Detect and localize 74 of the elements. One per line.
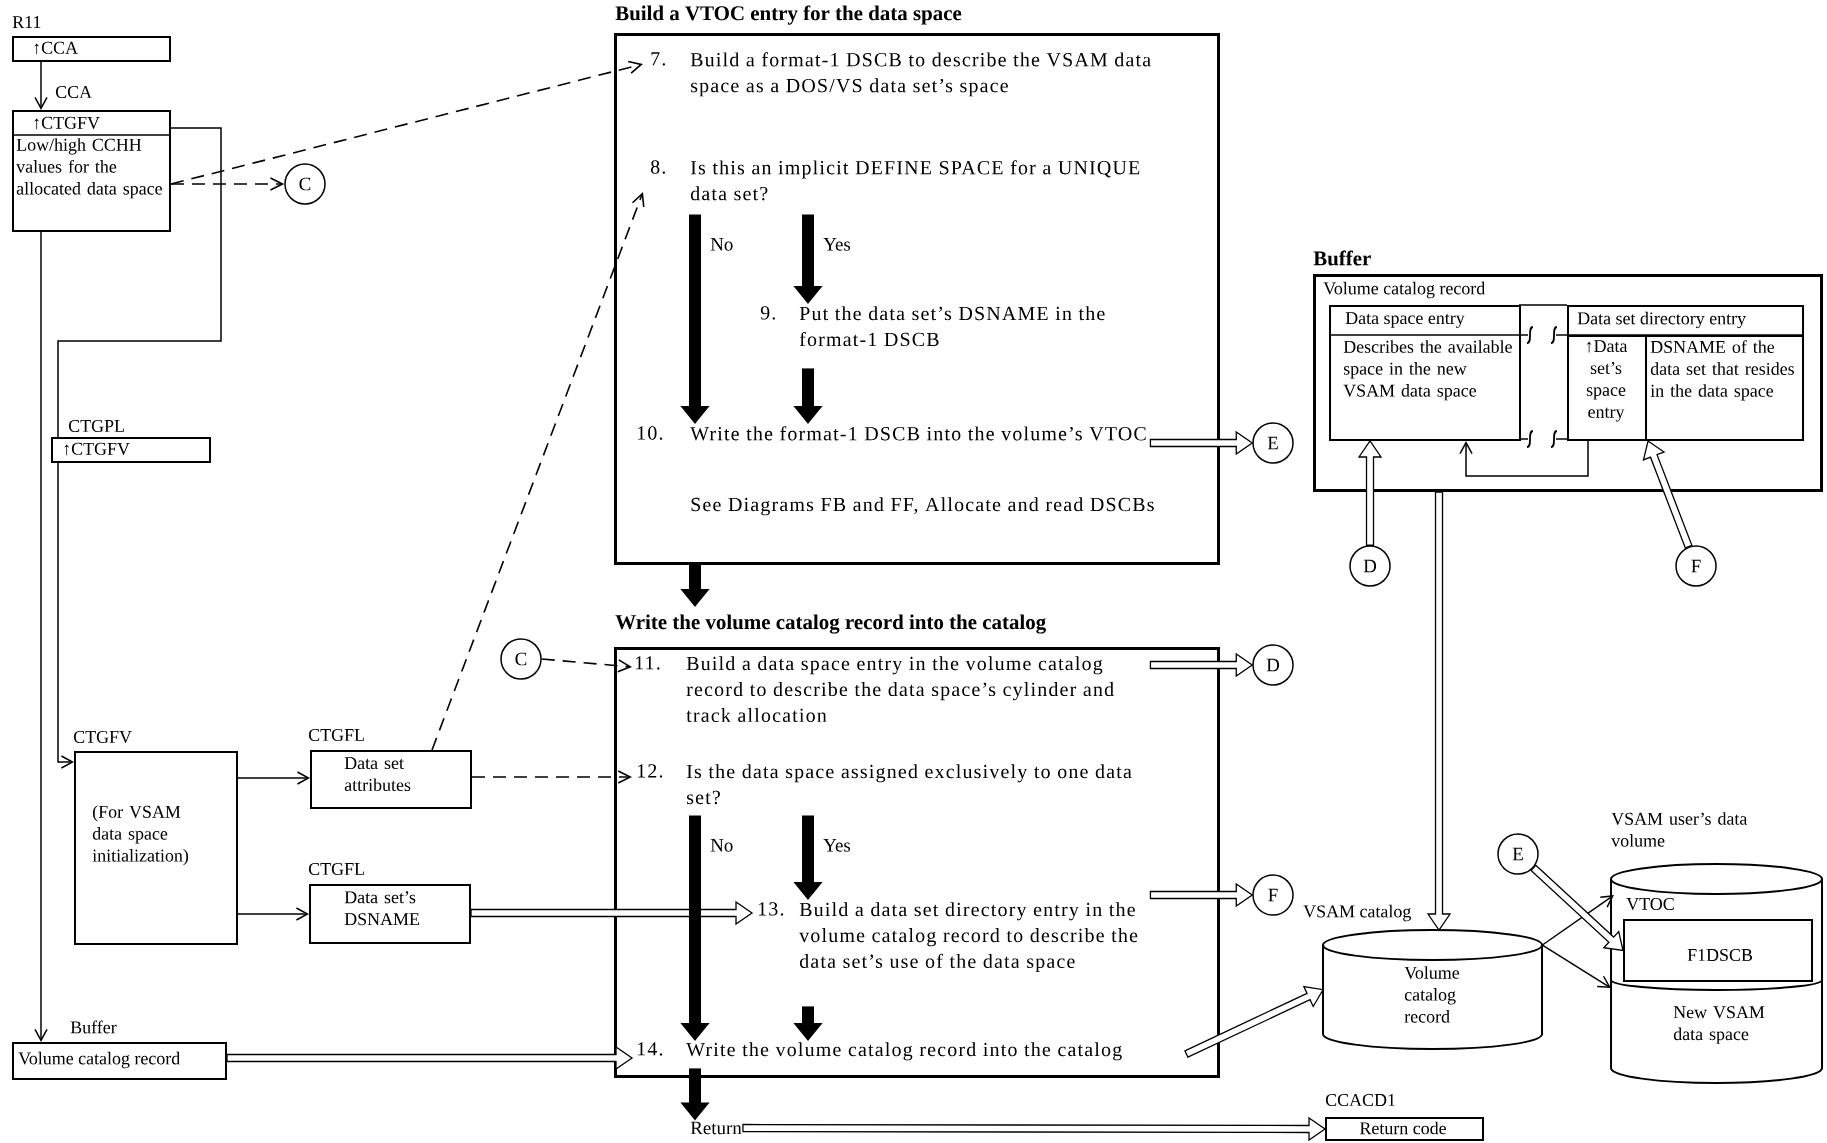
box-label: CTGFL [308,863,364,876]
dashed-arrow [471,770,632,784]
edge-label: No [709,838,735,853]
step-number: 8. [650,160,665,174]
note-text: See Diagrams FB and FF, Allocate and read DSCBs [691,497,1154,516]
section-title: Buffer [1313,250,1371,266]
process-box: (For VSAM data space initialization) [74,751,238,945]
record-field: Data space entry Describes the available space in the new VSAM data space [1328,305,1521,441]
box-label: CTGFL [308,729,364,742]
step-text: Write the format-1 DSCB into the volume’s VTOC [690,426,1146,441]
data-box: Return code [1325,1117,1484,1141]
step-text: Build a data set directory entry in the volume catalog record to describe the data set’s use of the data space [799,902,1138,973]
record-box: F1DSCB [1623,919,1813,982]
arrow [1541,895,1614,946]
arrow [34,231,48,1042]
box-label: CTGPL [68,420,124,433]
data-box: Data set attributes [310,750,472,809]
arrow [237,907,309,921]
edge-label: Yes [822,838,852,853]
dashed-arrow [540,658,632,673]
disk-section: New VSAM data space [1610,979,1823,1044]
box-label: R11 [12,16,41,28]
record-cell: ↑Data set’s space entry [1567,335,1647,441]
hollow-arrow [1149,430,1254,456]
arrow [34,61,48,110]
step-text: Build a data space entry in the volume catalog record to describe the data space’s cylinder and track allocation [686,656,1114,723]
box-label: VTOC [1626,897,1674,911]
step-text: Is the data space assigned exclusively to one data set? [686,764,1132,805]
arrow [237,771,310,785]
arrow [1541,944,1611,988]
step-number: 10. [637,426,663,440]
hollow-arrow [226,1045,634,1071]
box-label: CCA [55,86,92,98]
arrow [57,462,74,769]
step-number: 7. [651,52,665,66]
hollow-arrow [1642,439,1693,549]
box-label: VSAM catalog [1303,904,1411,922]
dashed-arrow [431,192,645,751]
step-number: 9. [760,306,775,320]
step-text: Put the data set’s DSNAME in the format-1 DSCB [799,306,1105,347]
step-text: Write the volume catalog record into the catalog [686,1042,1122,1061]
box-label: Buffer [70,1020,117,1034]
step-number: 13. [758,902,784,916]
hollow-arrow [1357,439,1383,546]
edge-label: Yes [822,237,852,252]
step-text: Is this an implicit DEFINE SPACE for a UNIQUE data set? [690,160,1140,201]
record-cell: DSNAME of the data set that resides in the data space [1645,335,1804,441]
box-label: CCACD1 [1325,1094,1395,1107]
hollow-arrow [1149,882,1254,908]
data-box: Data set’s DSNAME [309,884,471,944]
hollow-arrow [1530,864,1624,952]
data-box: ↑CTGFV Low/high CCHH values for the allocated data space [11,110,171,232]
hollow-arrow [470,900,754,926]
step-number: 11. [635,656,660,670]
edge-label: No [709,237,735,252]
section-title: Build a VTOC entry for the data space [615,5,962,25]
pointer-box: ↑CCA [12,36,171,62]
return-text: Return [690,1121,742,1135]
data-box: Volume catalog record [12,1042,227,1080]
box-label: VSAM user’s data volume [1611,812,1748,847]
step-number: 14. [637,1042,663,1056]
section-title: Write the volume catalog record into the catalog [615,614,1046,634]
box-label: CTGFV [73,730,132,744]
step-text: Build a format-1 DSCB to describe the VSAM data space as a DOS/VS data set’s space [690,52,1151,97]
hollow-arrow [742,1116,1327,1142]
cylinder: Volume catalog record [1322,929,1543,1050]
step-number: 12. [637,764,663,778]
connector-line [57,127,222,438]
dashed-arrow [170,60,643,185]
hollow-arrow [1426,491,1452,932]
hollow-arrow [1149,652,1254,678]
pointer-box: ↑CTGFV [51,437,211,463]
dashed-arrow [170,177,285,191]
arrow [1459,440,1589,477]
